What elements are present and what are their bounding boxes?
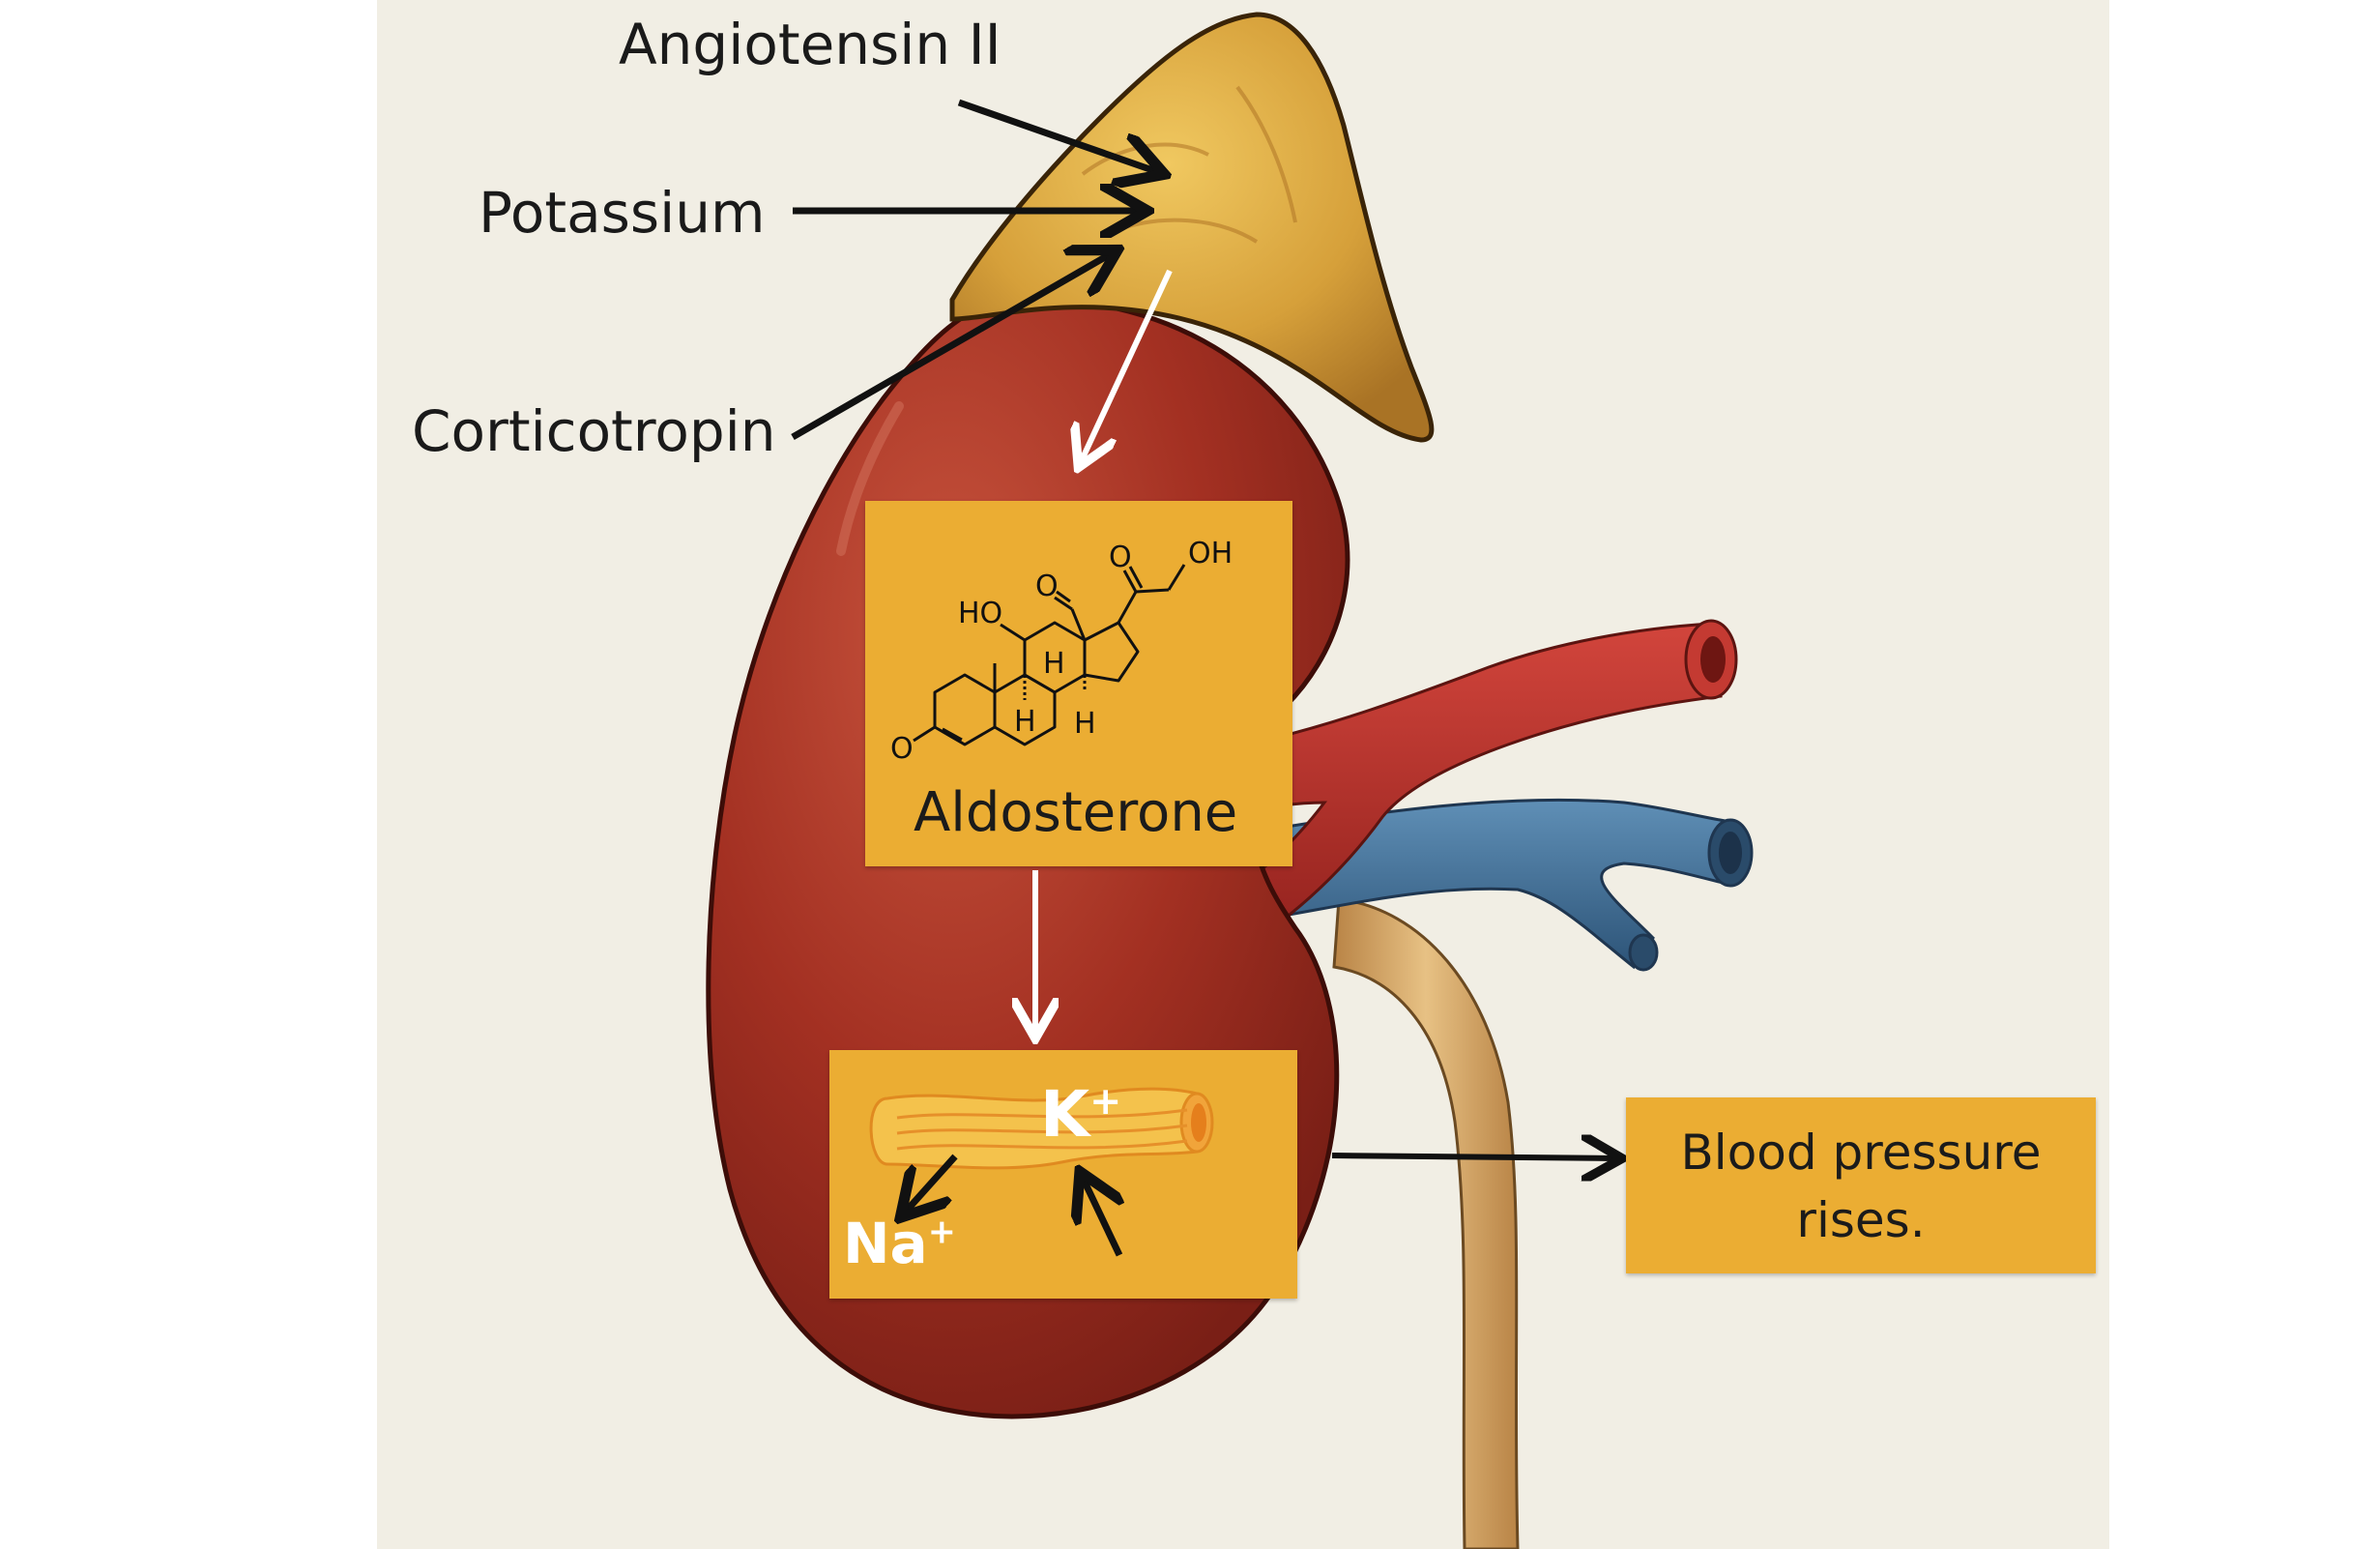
- tubule-box: K+ Na+: [829, 1050, 1297, 1299]
- sodium-arrow: [905, 1154, 958, 1213]
- vein-branch-opening: [1628, 933, 1659, 972]
- potassium-ion-arrow: [1083, 1178, 1119, 1257]
- atom-o-ketone: O: [1109, 541, 1132, 574]
- sodium-ion-label: Na+: [843, 1211, 956, 1276]
- angiotensin-arrow: [957, 99, 1158, 172]
- outcome-arrow: [1331, 1155, 1616, 1158]
- angiotensin-label: Angiotensin II: [619, 12, 1001, 77]
- adrenal-gland: [949, 12, 1435, 443]
- outcome-text: Blood pressure rises.: [1626, 1119, 2096, 1254]
- potassium-label: Potassium: [479, 180, 766, 246]
- corticotropin-arrow: [791, 253, 1112, 441]
- outcome-line-2: rises.: [1796, 1192, 1926, 1248]
- atom-o-aldehyde: O: [1035, 570, 1059, 603]
- aldosterone-structure: OH O O HO H H H O: [890, 537, 1233, 766]
- secretion-arrow: [1081, 269, 1173, 462]
- atom-h1: H: [1043, 647, 1065, 681]
- atom-o-ring: O: [890, 732, 914, 766]
- ureter: [1332, 897, 1520, 1549]
- corticotropin-label: Corticotropin: [412, 398, 776, 464]
- atom-oh: OH: [1188, 537, 1233, 570]
- aldosterone-box: OH O O HO H H H O Aldosterone: [865, 501, 1292, 866]
- aldosterone-label: Aldosterone: [914, 781, 1238, 844]
- outcome-box: Blood pressure rises.: [1626, 1097, 2096, 1273]
- outcome-line-1: Blood pressure: [1680, 1125, 2042, 1181]
- atom-h3: H: [1074, 707, 1096, 741]
- tubule-illustration: [869, 1087, 1214, 1257]
- renal-vein: [1255, 798, 1732, 970]
- atom-ho: HO: [958, 597, 1002, 630]
- atom-h2: H: [1014, 705, 1036, 739]
- potassium-ion-label: K+: [1040, 1077, 1122, 1152]
